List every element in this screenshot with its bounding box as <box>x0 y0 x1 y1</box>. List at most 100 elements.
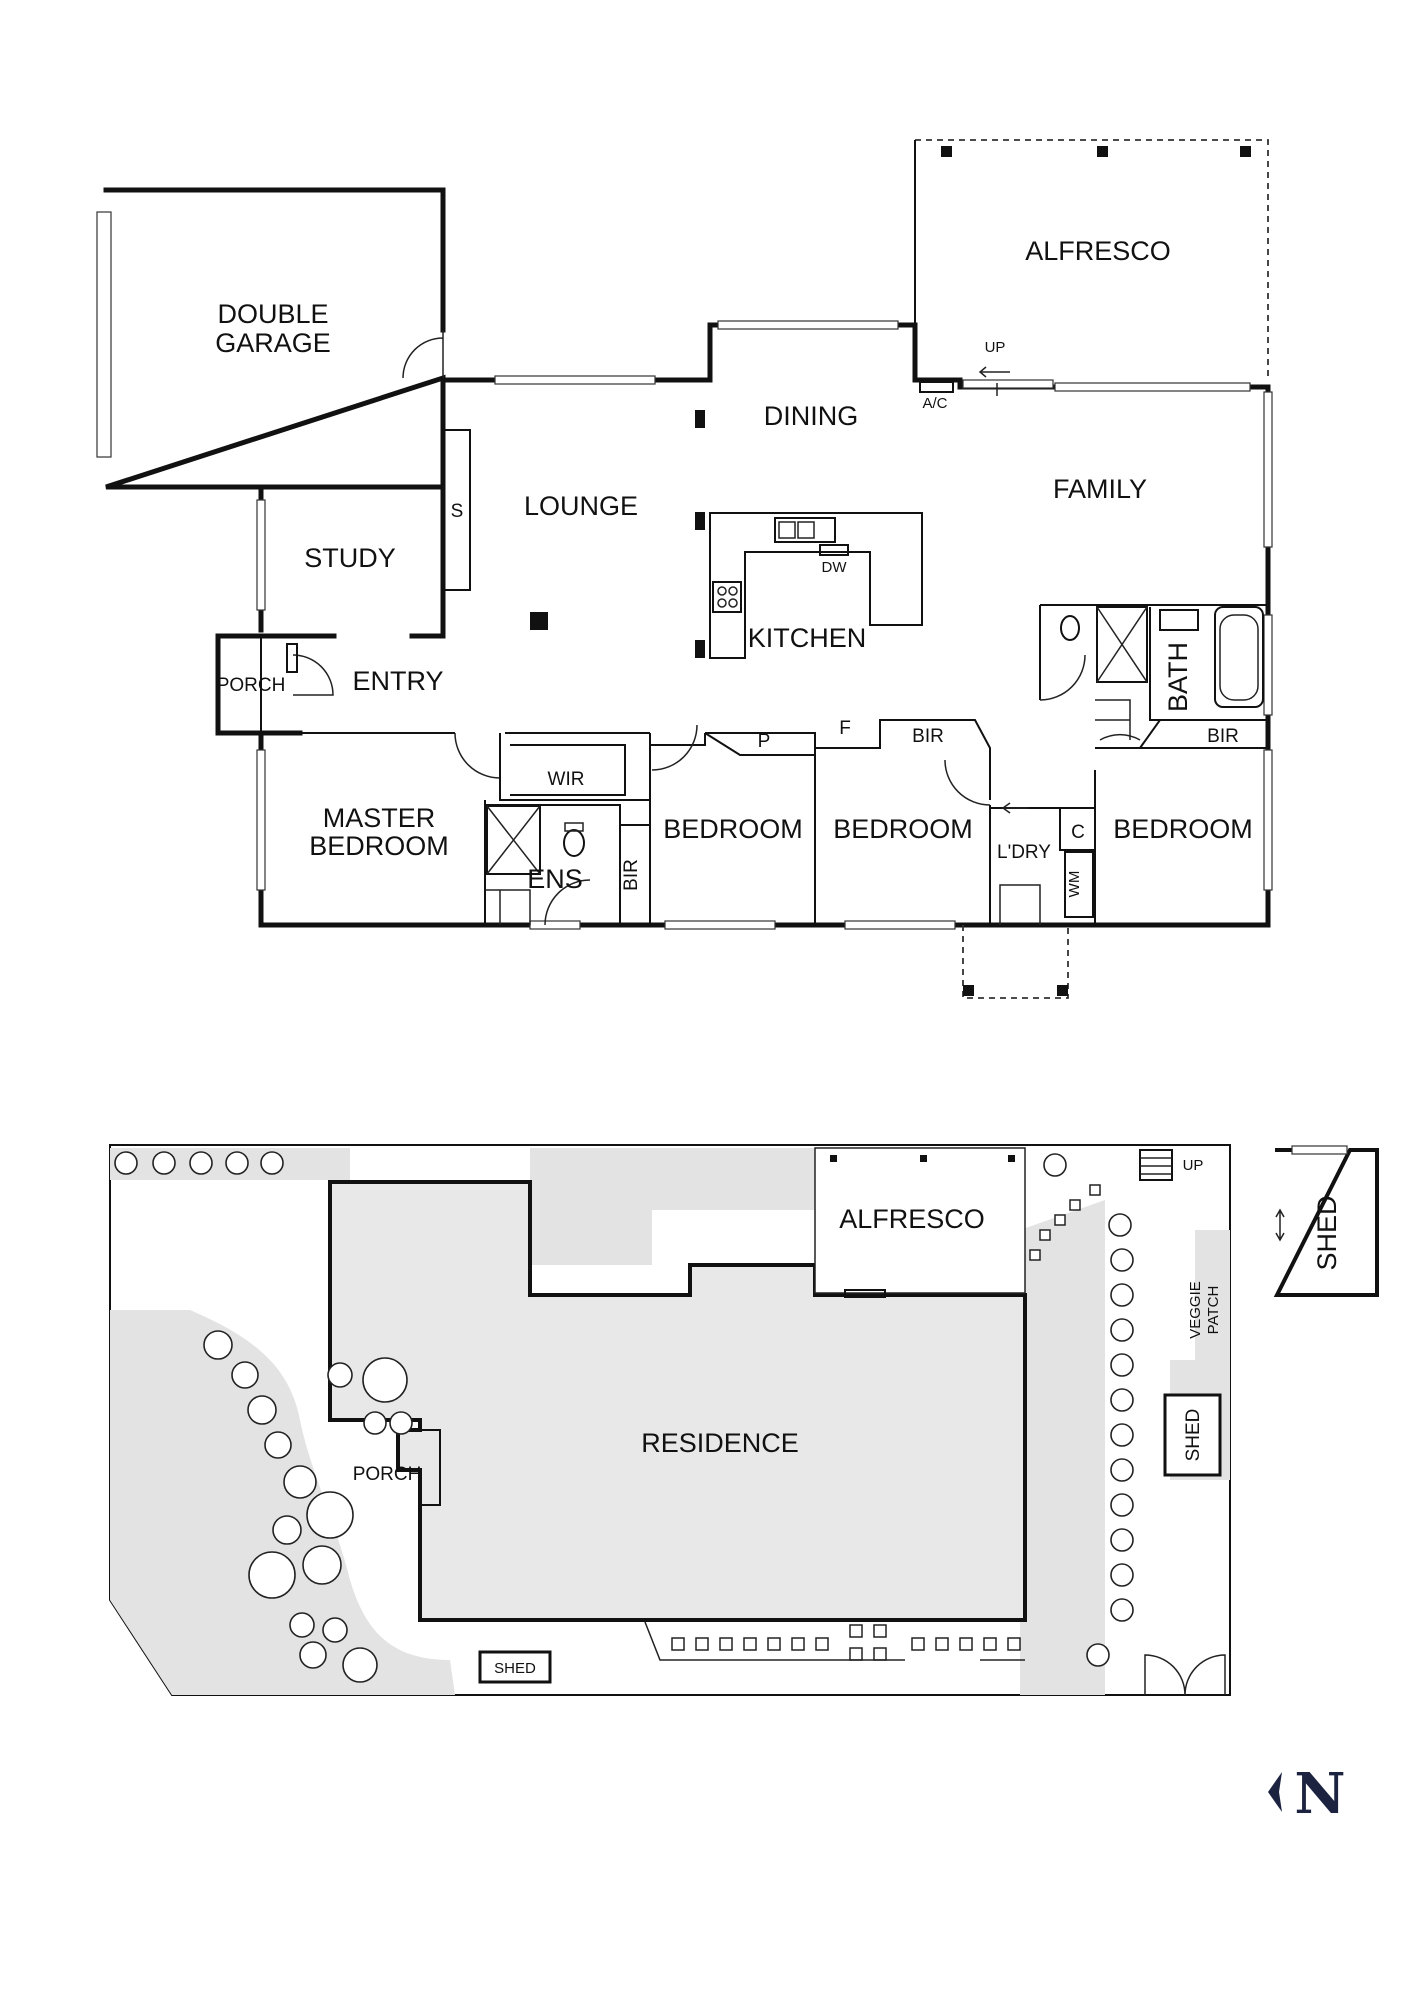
arrow-icon <box>978 366 1010 378</box>
front-lawn <box>110 1310 455 1695</box>
site-label-shed-side: SHED <box>1183 1409 1204 1462</box>
door-swing <box>651 724 698 771</box>
stepping-stones <box>671 1184 1101 1661</box>
laundry: C WM L'DRY <box>990 802 1096 925</box>
windows <box>256 320 1273 930</box>
arrow-icon <box>1001 802 1028 814</box>
entry-porch: PORCH ENTRY <box>215 633 444 736</box>
room-label-porch: PORCH <box>217 675 286 696</box>
room-label-bedroom-4: BEDROOM <box>1113 814 1253 844</box>
bathtub <box>1214 606 1264 708</box>
window <box>529 920 581 930</box>
room-label-laundry: L'DRY <box>997 842 1051 863</box>
door-swing <box>454 732 501 779</box>
north-label: N <box>1294 1761 1345 1827</box>
dishwasher <box>819 544 849 556</box>
rear-landing <box>962 925 1069 999</box>
room-label-bedroom-2: BEDROOM <box>663 814 803 844</box>
door-swing <box>1039 654 1086 701</box>
site-label-residence: RESIDENCE <box>641 1428 799 1458</box>
site-label-porch: PORCH <box>353 1464 422 1485</box>
room-label-entry: ENTRY <box>352 666 443 696</box>
kitchen: DW KITCHEN <box>695 512 923 659</box>
room-label-bir-4: BIR <box>1207 726 1239 747</box>
air-con-unit <box>919 381 954 393</box>
porch-outline <box>420 1429 441 1506</box>
window <box>1263 749 1273 891</box>
room-label-alfresco: ALFRESCO <box>1025 236 1171 266</box>
room-label-ens: ENS <box>527 864 583 894</box>
window <box>494 375 656 385</box>
tiles <box>1095 699 1131 740</box>
bedroom-2: P BEDROOM <box>649 724 816 925</box>
sliding-door <box>962 379 1054 389</box>
trees <box>114 1151 1134 1683</box>
small-shed <box>478 1650 552 1684</box>
shower <box>486 805 541 875</box>
room-label-bedroom-3: BEDROOM <box>833 814 973 844</box>
site-steps <box>1139 1149 1173 1181</box>
alfresco: ALFRESCO A/C UP <box>914 139 1269 412</box>
bedroom-3: F BIR BEDROOM <box>815 718 991 925</box>
door-swing <box>544 879 591 926</box>
study: STUDY <box>304 543 396 573</box>
room-label-wir: WIR <box>548 769 585 790</box>
floor-plan: DOUBLE GARAGE <box>96 139 1273 999</box>
window <box>1263 614 1273 716</box>
site-label-shed-small: SHED <box>494 1660 536 1677</box>
garden-edge <box>644 1621 1025 1661</box>
site-plan: ALFRESCO RESIDENCE PORCH SHED SHED VEGGI… <box>109 1144 1231 1696</box>
shed-window <box>1291 1145 1348 1155</box>
arrow-icon <box>1275 1208 1285 1242</box>
bedroom-4: BIR BEDROOM <box>1094 719 1268 844</box>
label-cupboard: C <box>1071 822 1085 843</box>
double-garage: DOUBLE GARAGE <box>96 187 446 490</box>
master-suite: WIR BIR ENS MASTER BEDROOM <box>261 732 651 926</box>
front-door <box>286 643 298 673</box>
window <box>844 920 956 930</box>
label-fridge: F <box>839 718 851 739</box>
alfresco-site <box>814 1147 1026 1294</box>
label-washing-machine: WM <box>1066 871 1083 898</box>
window <box>664 920 776 930</box>
room-label-double-garage-2: GARAGE <box>215 328 331 358</box>
room-label-lounge: LOUNGE <box>524 491 638 521</box>
site-label-alfresco: ALFRESCO <box>839 1204 985 1234</box>
washing-machine <box>1064 851 1094 918</box>
tiles <box>485 889 531 925</box>
hard-paving <box>530 1148 815 1265</box>
outbuilding-shed: SHED <box>1273 1145 1379 1297</box>
room-label-bath: BATH <box>1163 642 1193 712</box>
store-cupboard <box>443 429 471 591</box>
site-label-veggie: VEGGIE <box>1187 1281 1204 1339</box>
window <box>1054 382 1251 392</box>
door-swing <box>1099 733 1141 741</box>
room-label-bir-ens: BIR <box>621 859 642 891</box>
site-label-steps-up: UP <box>1183 1157 1204 1174</box>
compass-arrow-icon <box>1268 1772 1282 1812</box>
garage-door-swing <box>402 330 444 379</box>
cooktop <box>712 581 742 613</box>
label-pantry: P <box>758 731 771 752</box>
window <box>1263 391 1273 548</box>
window <box>256 499 266 611</box>
vanity <box>1159 609 1199 631</box>
room-label-dining: DINING <box>764 401 859 431</box>
site-label-shed-outbuilding: SHED <box>1312 1195 1342 1270</box>
sink <box>774 517 836 543</box>
label-dishwasher: DW <box>822 559 848 576</box>
laundry-door <box>999 884 1041 925</box>
living-zone: DINING LOUNGE FAMILY S <box>451 401 1147 630</box>
front-door-swing <box>292 654 334 696</box>
air-con-unit <box>844 1289 886 1298</box>
room-label-kitchen: KITCHEN <box>748 623 867 653</box>
label-air-con: A/C <box>922 395 947 412</box>
side-shed <box>1163 1393 1222 1477</box>
window <box>717 320 899 330</box>
bath-shower <box>1096 606 1148 683</box>
room-label-master-bedroom-2: BEDROOM <box>309 831 449 861</box>
label-store: S <box>451 501 464 522</box>
room-label-study: STUDY <box>304 543 396 573</box>
